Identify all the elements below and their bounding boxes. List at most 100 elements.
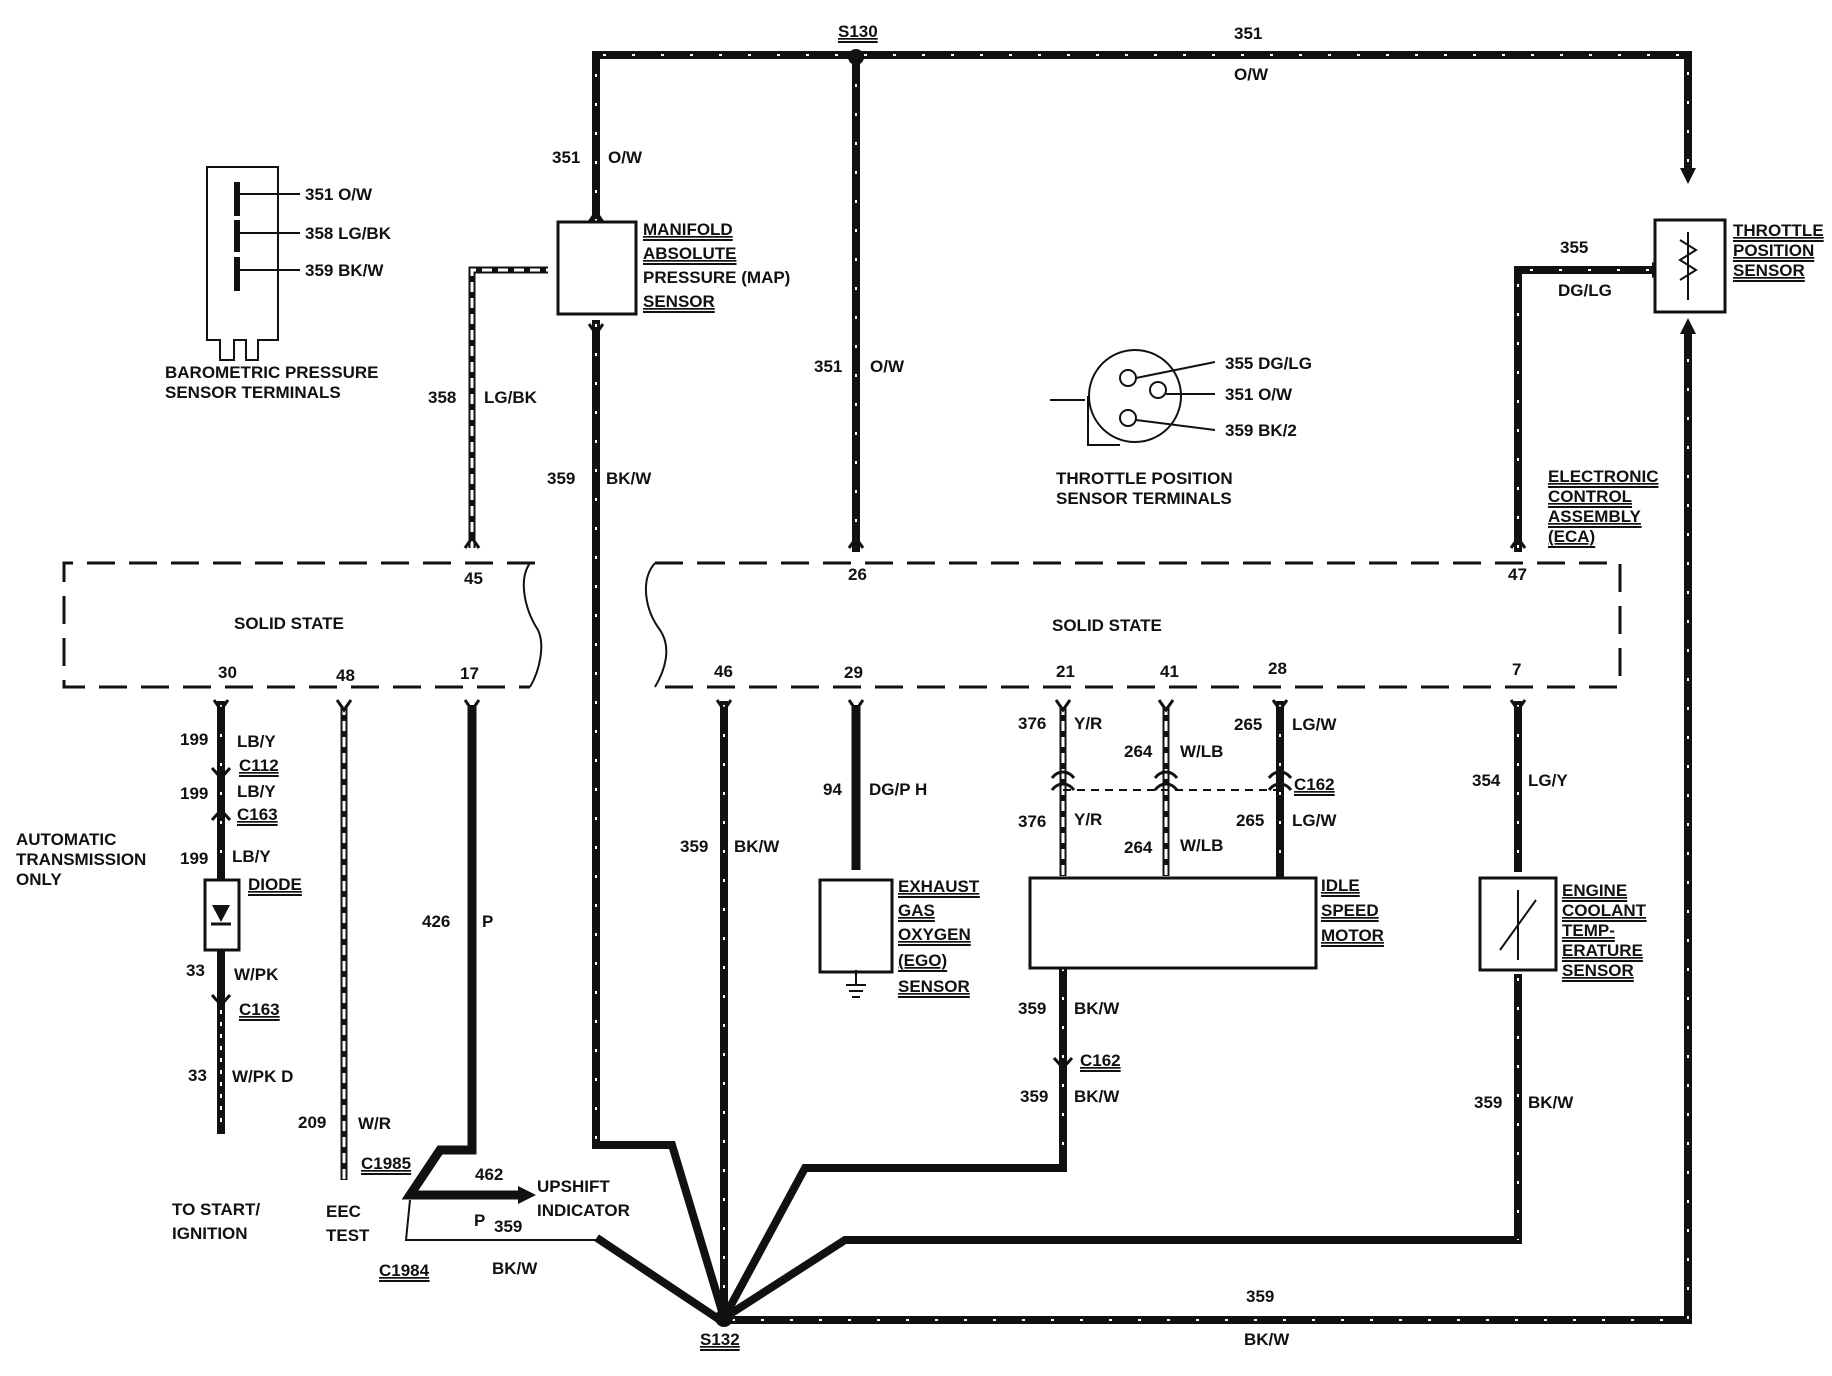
label-199-c-color: LB/Y — [232, 847, 271, 866]
map-sensor-box — [556, 220, 638, 316]
left-solid-state: SOLID STATE — [234, 614, 344, 633]
splice-s130-dot — [848, 49, 864, 65]
map-label-4: SENSOR — [643, 292, 715, 311]
pin-41: 41 — [1160, 662, 1179, 681]
connector-c112: C112 — [239, 756, 279, 775]
right-solid-state: SOLID STATE — [1052, 616, 1162, 635]
label-265-a: 265 — [1234, 715, 1262, 734]
pin-21: 21 — [1056, 662, 1075, 681]
label-359-46: 359 — [680, 837, 708, 856]
label-265-b-color: LG/W — [1292, 811, 1337, 830]
connector-c162-b: C162 — [1080, 1051, 1121, 1070]
label-94: 94 — [823, 780, 842, 799]
start-ignition-2: IGNITION — [172, 1224, 248, 1243]
label-map-351: 351 — [552, 148, 580, 167]
label-bottom-359: 359 — [1246, 1287, 1274, 1306]
pin-48: 48 — [336, 666, 355, 685]
label-p: P — [474, 1211, 485, 1230]
map-label-2: ABSOLUTE — [643, 244, 737, 263]
label-199-a-color: LB/Y — [237, 732, 276, 751]
pin-30: 30 — [218, 663, 237, 682]
diode-box — [203, 878, 241, 952]
eec-test-2: TEST — [326, 1226, 370, 1245]
pin-17: 17 — [460, 664, 479, 683]
label-center-351: 351 — [814, 357, 842, 376]
pin-7: 7 — [1512, 660, 1521, 679]
auto-trans-1: AUTOMATIC — [16, 830, 116, 849]
label-264-b-color: W/LB — [1180, 836, 1223, 855]
label-354-color: LG/Y — [1528, 771, 1568, 790]
label-209-color: W/R — [358, 1114, 391, 1133]
label-376-b: 376 — [1018, 812, 1046, 831]
label-isc-bkw-a: BK/W — [1074, 999, 1120, 1018]
label-264-b: 264 — [1124, 838, 1153, 857]
auto-trans-2: TRANSMISSION — [16, 850, 146, 869]
isc-label-1: IDLE — [1321, 876, 1360, 895]
baro-terminal-3: 359 BK/W — [305, 261, 384, 280]
splice-s132-label: S132 — [700, 1330, 740, 1349]
label-ect-bkw: BK/W — [1528, 1093, 1574, 1112]
tps-terminals-title-2: SENSOR TERMINALS — [1056, 489, 1232, 508]
pin-26: 26 — [848, 565, 867, 584]
tps-terminal-2: 351 O/W — [1225, 385, 1293, 404]
map-label-3: PRESSURE (MAP) — [643, 268, 790, 287]
tps-label-2: POSITION — [1733, 241, 1814, 260]
tps-label-1: THROTTLE — [1733, 221, 1824, 240]
label-p-359: 359 — [494, 1217, 522, 1236]
tps-arrow-bottom — [1680, 318, 1696, 334]
label-c1984-bkw: BK/W — [492, 1259, 538, 1278]
label-426: 426 — [422, 912, 450, 931]
diode-label: DIODE — [248, 875, 302, 894]
label-265-b: 265 — [1236, 811, 1264, 830]
label-265-a-color: LG/W — [1292, 715, 1337, 734]
ect-label-1: ENGINE — [1562, 881, 1627, 900]
tps-terminal-1: 355 DG/LG — [1225, 354, 1312, 373]
ego-label-1: EXHAUST — [898, 877, 980, 896]
label-94-color: DG/P H — [869, 780, 927, 799]
wire-359-ect — [718, 974, 1522, 1324]
wire-359-c1984 — [404, 1199, 726, 1326]
label-map-bkw: BK/W — [606, 469, 652, 488]
connector-c162-a: C162 — [1294, 775, 1335, 794]
eca-label-4: (ECA) — [1548, 527, 1595, 546]
label-426-color: P — [482, 912, 493, 931]
eec-test-1: EEC — [326, 1202, 361, 1221]
label-264-a-color: W/LB — [1180, 742, 1223, 761]
eca-label-2: CONTROL — [1548, 487, 1632, 506]
label-map-ow: O/W — [608, 148, 643, 167]
tps-terminal-drawing — [1050, 349, 1216, 446]
label-top-351: 351 — [1234, 24, 1262, 43]
label-top-ow: O/W — [1234, 65, 1269, 84]
pin-marks — [212, 209, 1527, 713]
label-462: 462 — [475, 1165, 503, 1184]
wire-426 — [401, 705, 520, 1200]
isc-label-3: MOTOR — [1321, 926, 1384, 945]
tps-terminal-3: 359 BK/2 — [1225, 421, 1297, 440]
eca-label-3: ASSEMBLY — [1548, 507, 1642, 526]
eca-left-box — [62, 561, 543, 689]
label-199-a: 199 — [180, 730, 208, 749]
eca-label-1: ELECTRONIC — [1548, 467, 1659, 486]
ego-label-5: SENSOR — [898, 977, 970, 996]
connector-c163-b: C163 — [239, 1000, 280, 1019]
label-199-c: 199 — [180, 849, 208, 868]
label-209: 209 — [298, 1113, 326, 1132]
splice-s132-dot — [715, 1309, 733, 1327]
baro-terminal-2: 358 LG/BK — [305, 224, 392, 243]
pin-47: 47 — [1508, 565, 1527, 584]
label-map-359: 359 — [547, 469, 575, 488]
ect-label-2: COOLANT — [1562, 901, 1647, 920]
pin-46: 46 — [714, 662, 733, 681]
wire-355 — [1514, 266, 1659, 552]
wire-359-map — [592, 320, 729, 1323]
ego-label-3: OXYGEN — [898, 925, 971, 944]
wire-358 — [468, 266, 548, 548]
pin-29: 29 — [844, 663, 863, 682]
ect-label-3: TEMP- — [1562, 921, 1615, 940]
connector-c163-a: C163 — [237, 805, 278, 824]
label-199-b-color: LB/Y — [237, 782, 276, 801]
label-isc-bkw-b: BK/W — [1074, 1087, 1120, 1106]
ect-label-4: ERATURE — [1562, 941, 1643, 960]
label-264-a: 264 — [1124, 742, 1153, 761]
